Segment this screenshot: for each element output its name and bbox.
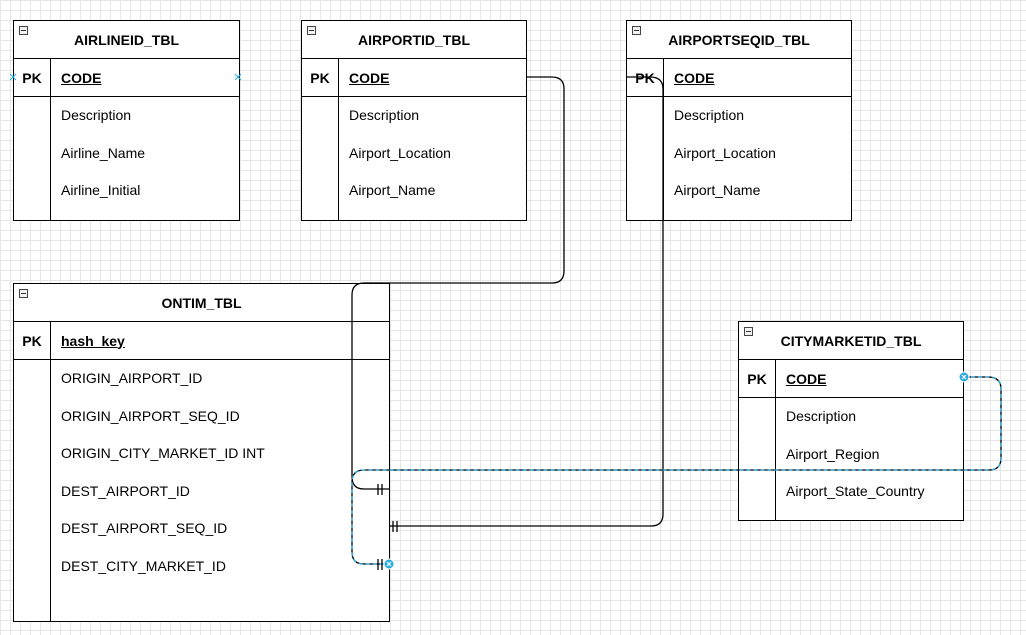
table-header[interactable]: ONTIM_TBL bbox=[14, 284, 389, 322]
table-ontim[interactable]: ONTIM_TBL PK hash_key ORIGIN_AIRPORT_ID … bbox=[13, 283, 390, 622]
field-row[interactable]: Airline_Initial bbox=[61, 182, 141, 198]
pk-row[interactable]: PK CODE bbox=[14, 59, 239, 97]
pk-label: PK bbox=[739, 360, 776, 397]
field-row[interactable]: ORIGIN_AIRPORT_SEQ_ID bbox=[61, 407, 240, 424]
field-row[interactable]: Airport_Name bbox=[349, 182, 436, 198]
collapse-icon[interactable] bbox=[632, 26, 641, 35]
pk-field: CODE bbox=[674, 69, 715, 86]
collapse-icon[interactable] bbox=[307, 26, 316, 35]
table-title: AIRPORTID_TBL bbox=[358, 31, 470, 48]
field-row[interactable]: Airport_State_Country bbox=[786, 483, 925, 499]
collapse-icon[interactable] bbox=[19, 26, 28, 35]
table-body: Description Airport_Region Airport_State… bbox=[739, 398, 963, 521]
pk-field: CODE bbox=[61, 69, 102, 86]
pk-label: PK bbox=[302, 59, 339, 96]
pk-row[interactable]: PK CODE bbox=[739, 360, 963, 398]
field-row[interactable]: ORIGIN_AIRPORT_ID bbox=[61, 370, 203, 386]
field-row[interactable]: DEST_CITY_MARKET_ID bbox=[61, 557, 226, 574]
edge-end-marker bbox=[377, 484, 383, 495]
table-title: ONTIM_TBL bbox=[161, 294, 242, 311]
field-row[interactable]: Description bbox=[674, 107, 745, 123]
field-row[interactable]: ORIGIN_CITY_MARKET_ID INT bbox=[61, 445, 265, 461]
pk-field: CODE bbox=[786, 370, 827, 387]
table-header[interactable]: AIRPORTID_TBL bbox=[302, 21, 526, 59]
table-header[interactable]: AIRPORTSEQID_TBL bbox=[627, 21, 851, 59]
field-row[interactable]: Airport_Location bbox=[349, 144, 451, 161]
connection-point-icon[interactable] bbox=[9, 73, 242, 81]
pk-field: hash_key bbox=[61, 332, 125, 349]
pk-label: PK bbox=[14, 322, 51, 359]
pk-row[interactable]: PK hash_key bbox=[14, 322, 389, 360]
field-row[interactable]: Description bbox=[786, 408, 857, 424]
edge-end-marker bbox=[377, 559, 383, 570]
collapse-icon[interactable] bbox=[744, 327, 753, 336]
table-body: Description Airport_Location Airport_Nam… bbox=[302, 97, 526, 221]
table-airlineid[interactable]: AIRLINEID_TBL PK CODE Description Airlin… bbox=[13, 20, 240, 221]
field-row[interactable]: Airport_Name bbox=[674, 182, 761, 198]
collapse-icon[interactable] bbox=[19, 289, 28, 298]
pk-label: PK bbox=[14, 59, 51, 96]
edge-handle-icon[interactable] bbox=[958, 371, 970, 383]
edge-airportseqid-dest-airport-seq[interactable] bbox=[390, 76, 664, 527]
field-row[interactable]: Description bbox=[349, 107, 420, 123]
field-row[interactable]: DEST_AIRPORT_ID bbox=[61, 482, 190, 499]
edge-airportid-dest-airport[interactable] bbox=[351, 76, 565, 490]
field-row[interactable]: DEST_AIRPORT_SEQ_ID bbox=[61, 520, 228, 536]
table-airportseqid[interactable]: AIRPORTSEQID_TBL PK CODE Description Air… bbox=[626, 20, 852, 221]
table-citymarketid[interactable]: CITYMARKETID_TBL PK CODE Description Air… bbox=[738, 321, 964, 521]
field-row[interactable]: Description bbox=[61, 107, 132, 123]
table-header[interactable]: CITYMARKETID_TBL bbox=[739, 322, 963, 360]
edge-handle-icon[interactable] bbox=[383, 558, 395, 570]
field-row[interactable]: Airline_Name bbox=[61, 144, 146, 161]
table-title: AIRPORTSEQID_TBL bbox=[668, 31, 810, 48]
pk-row[interactable]: PK CODE bbox=[302, 59, 526, 97]
pk-field: CODE bbox=[349, 69, 390, 86]
table-title: CITYMARKETID_TBL bbox=[780, 332, 922, 349]
table-body: Description Airline_Name Airline_Initial bbox=[14, 97, 239, 221]
table-airportid[interactable]: AIRPORTID_TBL PK CODE Description Airpor… bbox=[301, 20, 527, 221]
field-row[interactable]: Airport_Region bbox=[786, 445, 880, 462]
table-header[interactable]: AIRLINEID_TBL bbox=[14, 21, 239, 59]
edge-end-marker bbox=[392, 521, 398, 532]
field-row[interactable]: Airport_Location bbox=[674, 144, 776, 161]
table-body: ORIGIN_AIRPORT_ID ORIGIN_AIRPORT_SEQ_ID … bbox=[14, 360, 389, 622]
table-title: AIRLINEID_TBL bbox=[74, 31, 179, 48]
